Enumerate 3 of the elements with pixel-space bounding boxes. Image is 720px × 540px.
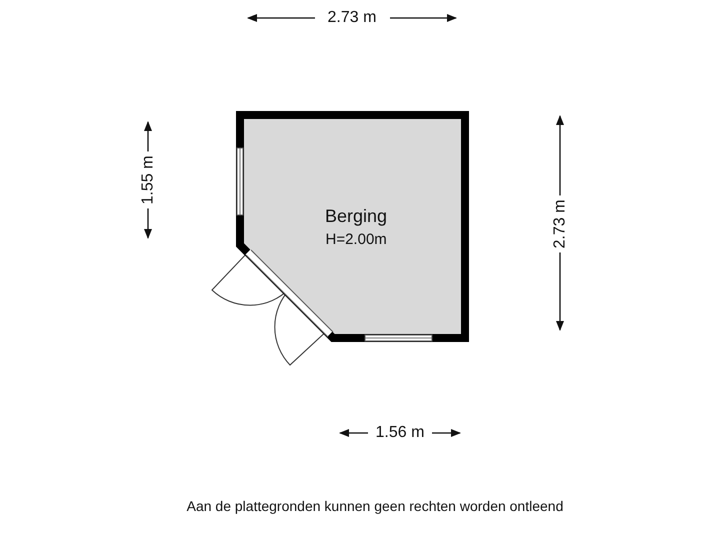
disclaimer-caption: Aan de plattegronden kunnen geen rechten worden ontleend (186, 498, 564, 514)
room-height: H=2.00m (326, 231, 387, 248)
room-name: Berging (325, 206, 388, 227)
